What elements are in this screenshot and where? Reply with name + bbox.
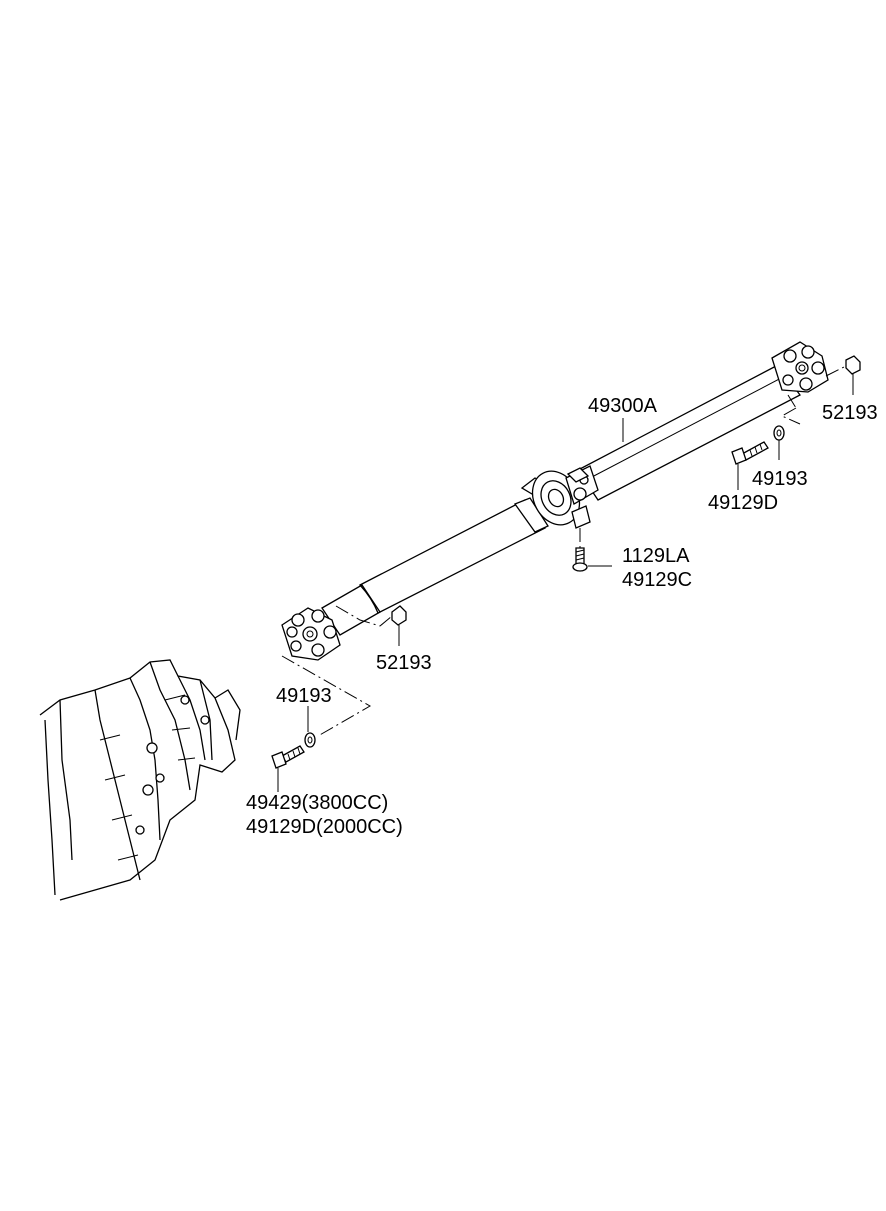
rear-nut: [825, 355, 861, 395]
label-rear-bolt: 49129D: [708, 492, 778, 514]
rear-flex-coupling: [771, 341, 829, 393]
center-support-bearing: [520, 465, 599, 529]
label-center-bolt-b: 49129C: [622, 569, 692, 591]
front-flex-coupling: [281, 607, 341, 661]
label-shaft-assembly: 49300A: [588, 395, 658, 417]
label-rear-nut: 52193: [822, 402, 878, 424]
front-shaft-tube: [321, 497, 549, 636]
label-rear-washer: 49193: [752, 468, 808, 490]
transmission-housing: [39, 659, 241, 901]
front-bolt: [271, 745, 305, 792]
label-front-nut: 52193: [376, 652, 432, 674]
front-nut: [335, 605, 407, 646]
label-front-bolt-b: 49129D(2000CC): [246, 816, 403, 838]
rear-washer: [773, 394, 801, 460]
label-front-bolt-a: 49429(3800CC): [246, 792, 388, 814]
label-center-bolt-a: 1129LA: [622, 545, 690, 567]
label-front-washer: 49193: [276, 685, 332, 707]
center-bolt: [572, 528, 612, 572]
rear-bolt: [731, 441, 769, 490]
front-washer: [281, 655, 372, 748]
